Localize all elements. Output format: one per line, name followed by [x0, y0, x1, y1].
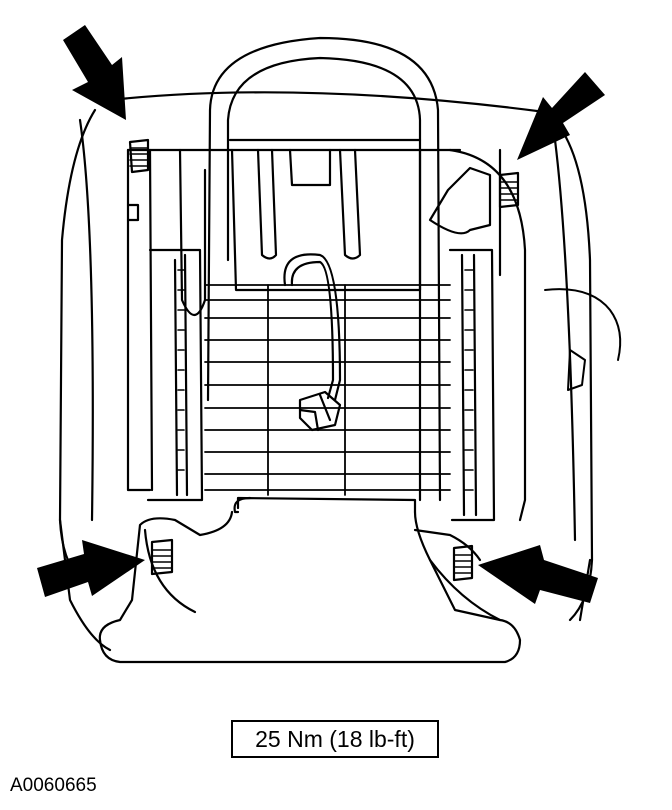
torque-spec-text: 25 Nm (18 lb-ft)	[255, 725, 415, 752]
seat-frame-diagram	[37, 25, 622, 664]
bolt-rear-left	[128, 138, 150, 174]
electrical-connector	[298, 390, 342, 432]
left-seat-track	[146, 248, 204, 502]
front-seat-bracket	[98, 496, 522, 664]
seat-spring-grid	[204, 284, 451, 496]
arrow-bottom-left-icon	[37, 540, 145, 597]
bolt-rear-right	[498, 171, 520, 209]
bolt-front-left	[150, 538, 174, 576]
arrow-bottom-right-icon	[478, 545, 598, 604]
seat-back-tube	[206, 36, 442, 502]
figure-id: A0060665	[10, 775, 97, 796]
arrow-top-right-icon	[517, 72, 605, 160]
arrow-top-left-icon	[63, 25, 126, 120]
right-seat-track	[448, 248, 496, 522]
seat-pan	[126, 138, 527, 522]
bolt-front-right	[452, 544, 474, 582]
wiring-harness	[283, 253, 342, 402]
torque-spec-label: 25 Nm (18 lb-ft)	[231, 720, 439, 758]
